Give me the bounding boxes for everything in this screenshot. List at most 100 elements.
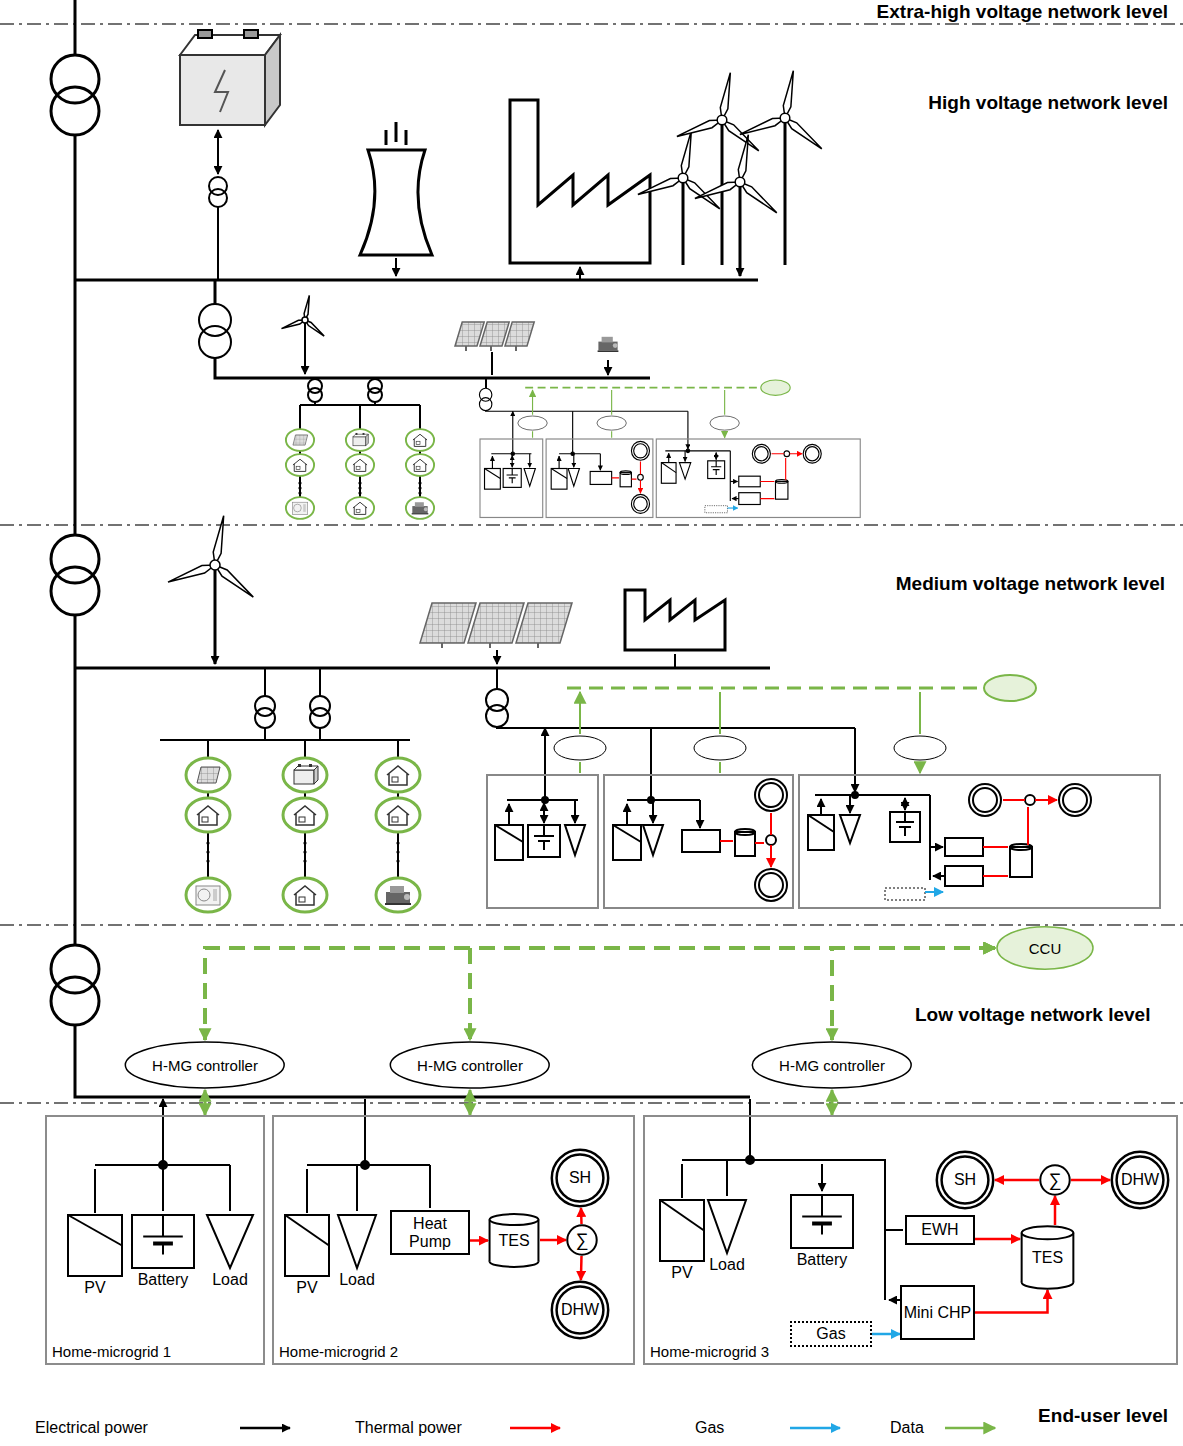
wind-turbine bbox=[739, 70, 825, 265]
prosumer-ring bbox=[346, 497, 374, 519]
line-art bbox=[244, 30, 258, 38]
turbine-hub bbox=[302, 317, 308, 323]
load-symbol: Load bbox=[205, 1213, 255, 1290]
line-art bbox=[95, 1160, 905, 1300]
node-text: CCU bbox=[1029, 940, 1062, 957]
battery-symbol: Battery bbox=[789, 1193, 855, 1270]
wind-turbine bbox=[676, 72, 762, 265]
line-art bbox=[209, 189, 227, 207]
line-art bbox=[51, 567, 99, 615]
turbine-hub bbox=[210, 560, 220, 570]
prosumer-ring bbox=[346, 454, 374, 476]
microgrid-box: Home-microgrid 2PVLoadHeat PumpTES∑SHDHW bbox=[272, 1115, 635, 1365]
panel-post bbox=[465, 346, 467, 351]
line-shape bbox=[304, 323, 306, 374]
panel-post bbox=[537, 643, 539, 648]
house-icon bbox=[387, 806, 409, 825]
microgrid-box: Home-microgrid 3PVLoadBatteryEWHMini CHP… bbox=[643, 1115, 1178, 1365]
level-label: Medium voltage network level bbox=[896, 573, 1165, 595]
prosumer-ring bbox=[283, 878, 327, 912]
node-text: H-MG controller bbox=[417, 1057, 523, 1074]
ellipsis-dot bbox=[418, 481, 421, 484]
line-art bbox=[255, 708, 275, 728]
line-art bbox=[51, 87, 99, 135]
turbine-blade bbox=[637, 174, 685, 198]
node-text: H-MG controller bbox=[779, 1057, 885, 1074]
line-art bbox=[485, 378, 487, 388]
line-art bbox=[360, 150, 432, 255]
node-text: DHW bbox=[1121, 1171, 1159, 1189]
node-text: ∑ bbox=[576, 1231, 589, 1249]
pv-symbol: PV bbox=[283, 1213, 331, 1298]
prosumer-ring bbox=[186, 758, 230, 792]
load-symbol: Load bbox=[336, 1213, 378, 1290]
line-art bbox=[368, 388, 382, 402]
wind-turbine bbox=[167, 515, 256, 664]
ellipsis-dot bbox=[396, 859, 399, 862]
line-art bbox=[625, 590, 725, 650]
flow-connector bbox=[470, 948, 995, 1040]
line-art bbox=[217, 207, 219, 280]
legend-sample bbox=[945, 1427, 995, 1430]
house-icon bbox=[293, 459, 307, 471]
microgrid-miniature bbox=[479, 380, 860, 517]
prosumer-ring bbox=[283, 798, 327, 832]
house-icon bbox=[413, 459, 427, 471]
sum-circle: ∑ bbox=[1039, 1164, 1071, 1196]
turbine-blade bbox=[211, 515, 228, 566]
line-art bbox=[180, 35, 280, 55]
line-art bbox=[180, 55, 265, 125]
turbine-blade bbox=[167, 561, 217, 586]
line-art bbox=[496, 668, 498, 689]
node-text: Battery bbox=[779, 1251, 865, 1269]
pv-panel bbox=[505, 322, 534, 346]
high-voltage-assets bbox=[180, 30, 650, 515]
storage-tank: TES bbox=[488, 1213, 540, 1268]
legend-sample bbox=[240, 1427, 290, 1430]
pv-panel bbox=[480, 322, 509, 346]
hp-icon bbox=[196, 886, 220, 905]
node-text: SH bbox=[954, 1171, 976, 1189]
node-text: Home-microgrid 1 bbox=[52, 1343, 171, 1361]
panel-post bbox=[489, 643, 491, 648]
line-art bbox=[75, 0, 770, 1097]
prosumer-ring bbox=[376, 798, 420, 832]
line-art bbox=[497, 650, 675, 668]
prosumer-ring bbox=[376, 758, 420, 792]
line-shape bbox=[784, 121, 787, 265]
line-art bbox=[310, 696, 330, 716]
prosumer-ring bbox=[406, 429, 434, 451]
line-shape bbox=[739, 185, 742, 276]
line-art bbox=[386, 122, 406, 145]
gen-icon bbox=[385, 886, 411, 905]
pv-panel bbox=[516, 603, 572, 643]
flow-connector bbox=[540, 1239, 566, 1242]
controller-ellipse: H-MG controller bbox=[749, 1040, 914, 1090]
battery-symbol: Battery bbox=[130, 1213, 196, 1290]
gen-icon bbox=[412, 502, 429, 514]
line-shape bbox=[214, 568, 217, 664]
line-art bbox=[510, 100, 650, 263]
prosumer-ring bbox=[286, 454, 314, 476]
prosumer-ring bbox=[406, 454, 434, 476]
node-text: PV bbox=[56, 1279, 134, 1297]
pv-panel bbox=[468, 603, 524, 643]
panel-post bbox=[515, 346, 517, 351]
flow-connector bbox=[832, 948, 995, 1040]
bat-icon bbox=[294, 764, 318, 784]
line-art bbox=[308, 388, 322, 402]
process-box: Mini CHP bbox=[900, 1285, 975, 1340]
turbine-hub bbox=[678, 173, 688, 183]
battery-symbol-outline bbox=[789, 1193, 855, 1250]
sum-circle: ∑ bbox=[566, 1224, 598, 1256]
ellipsis-dot bbox=[358, 481, 361, 484]
hp-icon bbox=[292, 502, 307, 514]
house-icon bbox=[294, 806, 316, 825]
house-icon bbox=[353, 459, 367, 471]
line-art bbox=[198, 30, 212, 38]
pv-icon bbox=[197, 767, 220, 783]
line-art bbox=[160, 668, 410, 895]
pv-panel bbox=[455, 322, 484, 346]
level-label: Extra-high voltage network level bbox=[877, 1, 1168, 23]
